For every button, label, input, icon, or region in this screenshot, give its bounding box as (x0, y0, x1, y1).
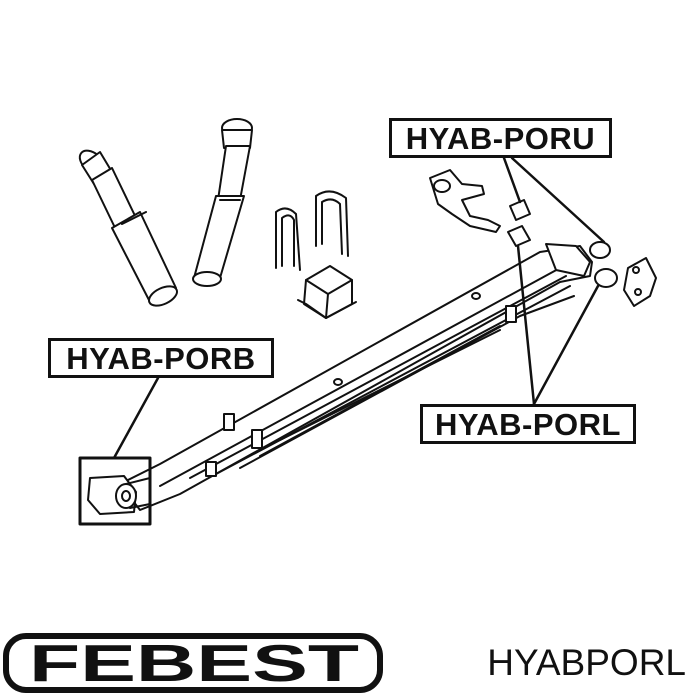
shock-absorber-right (192, 118, 253, 287)
bump-stop (297, 265, 357, 319)
shock-absorber-left (78, 149, 179, 307)
u-bolts (275, 190, 349, 271)
part-label-porl: HYAB-PORL (420, 404, 636, 444)
part-label-porb: HYAB-PORB (48, 338, 274, 378)
shackle-assembly (429, 169, 657, 307)
logo-lettering: FEBEST (29, 635, 359, 693)
febest-logo: FEBEST (3, 633, 383, 693)
part-number: HYABPORL (487, 642, 686, 683)
part-label-poru: HYAB-PORU (389, 118, 612, 158)
leaf-spring (119, 241, 618, 511)
leader-lines (112, 156, 606, 460)
